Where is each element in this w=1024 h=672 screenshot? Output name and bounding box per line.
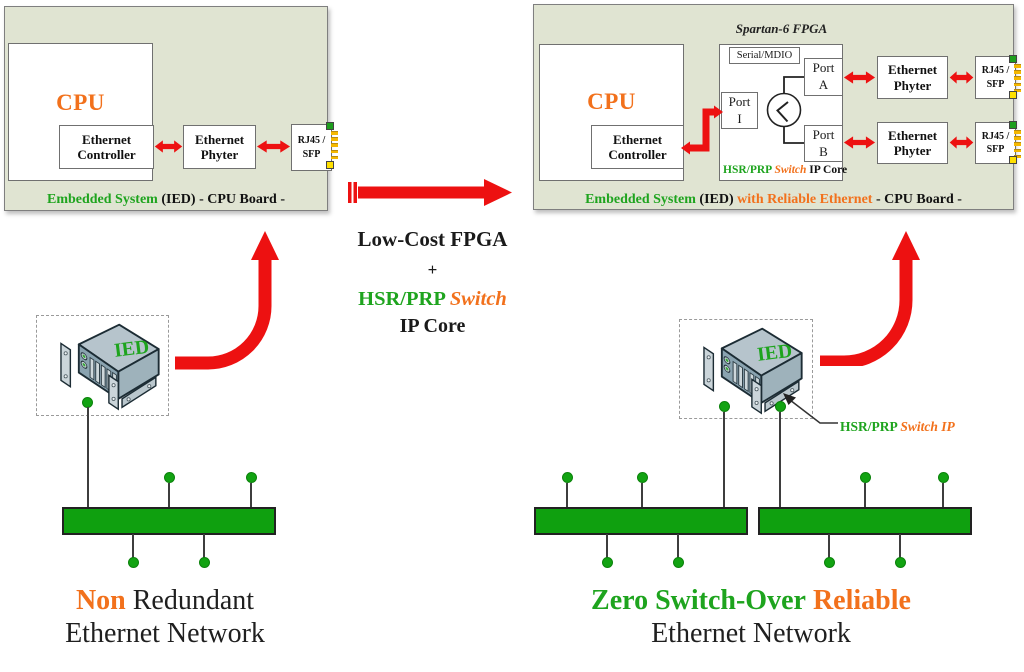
ied-label: IED [756,340,793,366]
node-dot [199,557,210,568]
left-ethernet-controller-box: Ethernet Controller [59,125,154,169]
hsr-prp-switch-ip-annotation: HSR/PRP Switch IP [840,419,955,434]
right-ethernet-phyter-a-box: Ethernet Phyter [877,56,948,99]
node-dot [673,557,684,568]
bent-double-arrow-icon [681,105,723,155]
switch-clock-icon [766,76,804,144]
network-link-line [87,407,89,507]
double-arrow-icon [843,71,876,84]
port-a-box: Port A [804,58,843,96]
right-rj45-sfp-a-box: RJ45 / SFP [975,56,1016,99]
bus-stub [203,534,205,558]
node-dot [602,557,613,568]
cpu-label: CPU [56,90,105,115]
callout-arrow-icon [783,393,838,424]
ip-core-text: IP Core [399,315,466,337]
bus-stub [899,534,901,558]
bus-stub [250,483,252,507]
bus-stub [606,534,608,558]
sfp-yellow-led [1009,156,1017,164]
right-network-caption: Zero Switch-Over Reliable Ethernet Netwo… [591,585,911,650]
left-panel-caption: Embedded System (IED) - CPU Board - [46,192,285,207]
network-link-line [723,412,725,507]
left-ethernet-phyter-box: Ethernet Phyter [183,125,256,169]
node-dot [246,472,257,483]
right-ethernet-bus-b [758,507,972,535]
plus-text: + [427,260,438,279]
bus-stub [942,483,944,507]
network-link-line [779,412,781,507]
bus-stub [168,483,170,507]
right-ethernet-controller-box: Ethernet Controller [591,125,684,169]
bus-stub [864,483,866,507]
port-b-box: Port B [804,125,843,162]
transform-arrow-icon [348,179,512,206]
double-arrow-icon [949,71,974,84]
curved-arrow-right-icon [820,231,920,366]
left-rj45-sfp-box: RJ45 / SFP [291,124,332,171]
low-cost-fpga-text: Low-Cost FPGA [357,227,508,251]
double-arrow-icon [256,140,291,153]
port-i-box: Port I [721,92,758,129]
ied-server-icon: IED [60,323,160,411]
left-ethernet-bus [62,507,276,535]
transform-text-block: Low-Cost FPGA + HSR/PRP Switch IP Core [330,227,535,338]
left-network-caption: Non Redundant Ethernet Network [65,585,265,650]
connector-pins-icon [331,131,338,162]
bus-stub [677,534,679,558]
right-ethernet-bus-a [534,507,748,535]
node-dot [938,472,949,483]
node-dot [128,557,139,568]
node-dot [824,557,835,568]
curved-arrow-left-icon [175,231,279,370]
ied-server-icon: IED [703,327,803,415]
cpu-label: CPU [587,89,636,114]
sfp-green-led [1009,121,1017,129]
port-a-dot [719,401,730,412]
node-dot [562,472,573,483]
node-dot [637,472,648,483]
node-dot [164,472,175,483]
sfp-yellow-led [1009,91,1017,99]
fpga-title: Spartan-6 FPGA [735,21,828,36]
bus-stub [641,483,643,507]
node-dot [860,472,871,483]
sfp-yellow-led [326,161,334,169]
hsr-prp-switch-text: HSR/PRP Switch [358,288,507,310]
serial-mdio-box: Serial/MDIO [729,47,800,64]
port-b-dot [775,401,786,412]
ied-label: IED [113,336,150,362]
double-arrow-icon [949,136,974,149]
right-panel-caption: Embedded System (IED) with Reliable Ethe… [585,192,962,207]
bus-stub [566,483,568,507]
node-dot [895,557,906,568]
hsr-prp-ip-core-label: HSR/PRP Switch IP Core [723,164,848,176]
bus-stub [132,534,134,558]
double-arrow-icon [843,136,876,149]
bus-stub [828,534,830,558]
sfp-green-led [326,122,334,130]
connector-pins-icon [1014,64,1021,95]
double-arrow-icon [154,140,183,153]
connector-pins-icon [1014,130,1021,161]
sfp-green-led [1009,55,1017,63]
right-ethernet-phyter-b-box: Ethernet Phyter [877,122,948,164]
